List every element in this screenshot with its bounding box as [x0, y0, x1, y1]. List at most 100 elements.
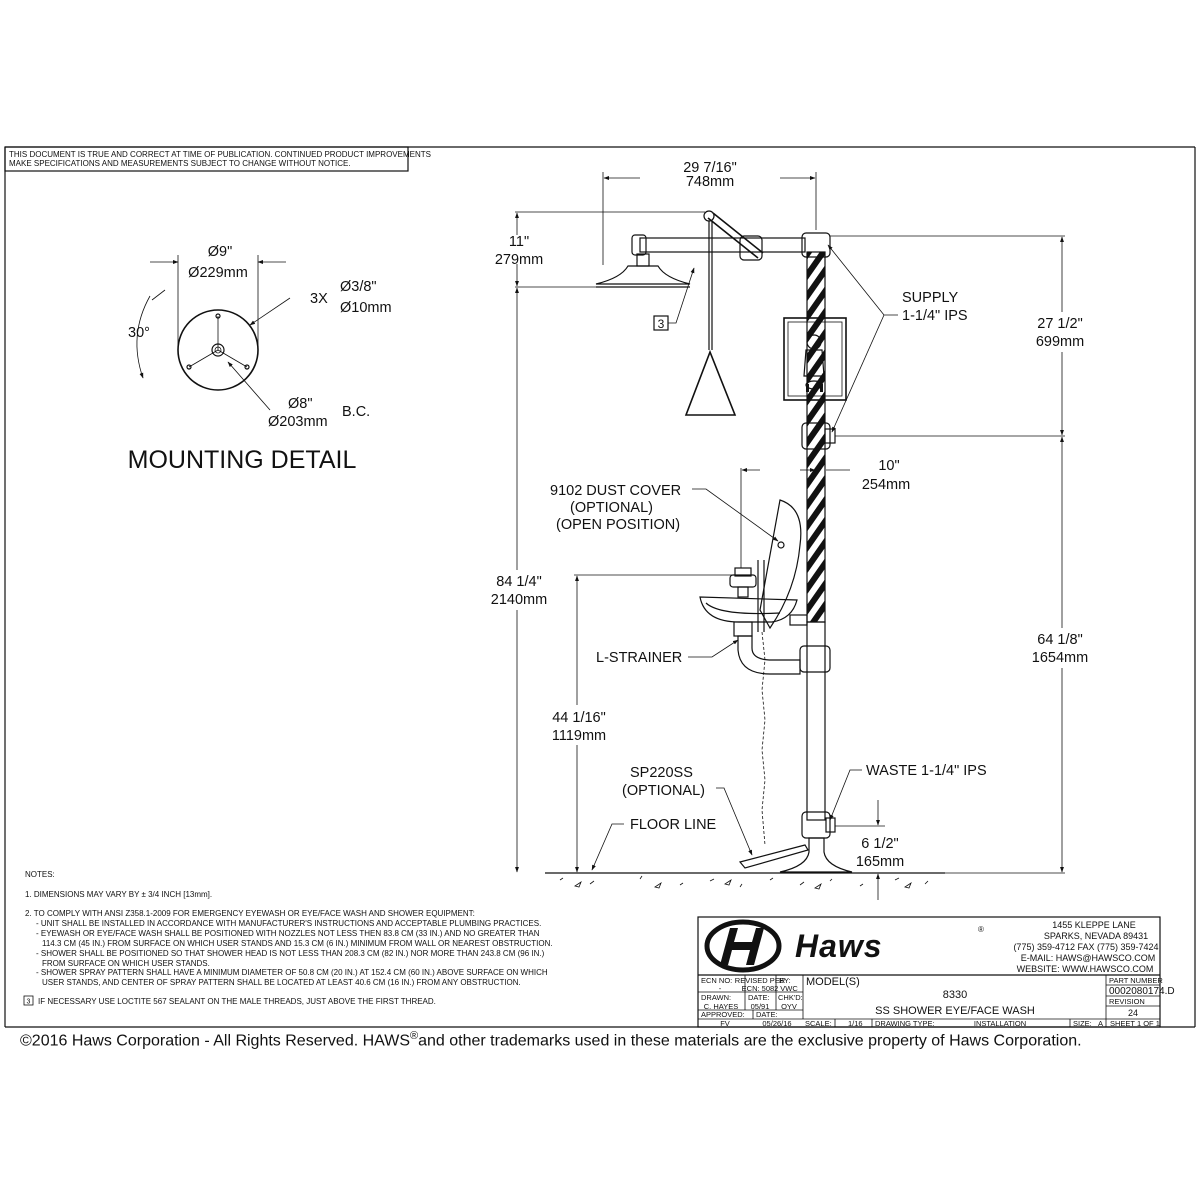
dim-total-height-mm: 2140mm [491, 592, 547, 608]
drawn-label: DRAWN: [701, 993, 731, 1002]
chkd-value: OYV [781, 1002, 797, 1011]
floor-hatch [559, 875, 929, 890]
dust-cover-label-1: 9102 DUST COVER [550, 483, 681, 499]
dim-width-in: 29 7/16" [683, 160, 737, 176]
dim-bowl-offset-mm: 254mm [862, 477, 910, 493]
email-line: E-MAIL: HAWS@HAWSCO.COM [1021, 953, 1155, 963]
holes-diameter-in: Ø3/8" [340, 279, 377, 295]
scale-label: SCALE: [805, 1019, 832, 1028]
note-3-ref: 3 [27, 999, 31, 1006]
note-2c-2: FROM SURFACE ON WHICH USER STANDS. [42, 959, 210, 968]
sign-figure-head [806, 334, 822, 350]
lower-fitting [799, 645, 831, 673]
approved-value: FV [720, 1019, 730, 1028]
floor-line-label: FLOOR LINE [630, 817, 717, 833]
by-value: VWC [780, 984, 798, 993]
note-2d-2: USER STANDS, AND CENTER OF SPRAY PATTERN… [42, 978, 521, 987]
dust-cover-label-2: (OPTIONAL) [570, 500, 653, 516]
foot-treadle [738, 844, 809, 869]
dim-bowl-height-in: 44 1/16" [552, 710, 606, 726]
scale-value: 1/16 [848, 1019, 863, 1028]
waste-label: WASTE 1-1/4" IPS [866, 763, 987, 779]
supply-tee [801, 422, 831, 450]
copyright-line: ©2016 Haws Corporation - All Rights Rese… [20, 1030, 1082, 1050]
mounting-detail: Ø9" Ø229mm 3X Ø3/8" Ø10mm 30° Ø8" Ø203mm… [128, 244, 392, 474]
dim-supply-rise-mm: 699mm [1036, 334, 1084, 350]
website-line: WEBSITE: WWW.HAWSCO.COM [1017, 964, 1154, 974]
drawn-value: C. HAYES [704, 1002, 738, 1011]
haws-logo [704, 919, 782, 973]
dim-waste-height-mm: 165mm [856, 854, 904, 870]
shower-arm [639, 237, 806, 253]
note-2a: - UNIT SHALL BE INSTALLED IN ACCORDANCE … [36, 919, 541, 928]
copyright-registered: ® [410, 1030, 419, 1042]
models-label: MODEL(S) [806, 976, 860, 988]
sp220ss-label-2: (OPTIONAL) [622, 783, 705, 799]
mounting-detail-title: MOUNTING DETAIL [128, 446, 357, 474]
date2-label: DATE: [756, 1010, 778, 1019]
eyewash-bowl [699, 596, 798, 623]
part-number-label: PART NUMBER [1109, 976, 1163, 985]
date2-value: 05/26/16 [762, 1019, 791, 1028]
holes-count: 3X [310, 291, 328, 307]
note-2b-2: 114.3 CM (45 IN.) FROM SURFACE ON WHICH … [42, 939, 553, 948]
foot-flange [779, 837, 853, 873]
supply-pipe-striped [806, 251, 826, 623]
dim-head-mm: 279mm [495, 252, 543, 268]
shower-eyewash-unit [545, 210, 945, 890]
note-ref-number: 3 [658, 317, 665, 331]
revision-value: 24 [1128, 1008, 1138, 1018]
phone-line: (775) 359-4712 FAX (775) 359-7424 [1013, 942, 1158, 952]
hole-angle: 30° [128, 325, 150, 341]
copyright-part-2: and other trademarks used in these mater… [418, 1032, 1082, 1050]
date-label: DATE: [748, 993, 770, 1002]
drawing-type-value: INSTALLATION [974, 1019, 1026, 1028]
dust-cover-label-3: (OPEN POSITION) [556, 517, 680, 533]
note-1: 1. DIMENSIONS MAY VARY BY ± 3/4 INCH [13… [25, 890, 212, 899]
chkd-label: CHK'D: [778, 993, 803, 1002]
disclaimer-line-1: THIS DOCUMENT IS TRUE AND CORRECT AT TIM… [9, 150, 431, 159]
drawing-type-label: DRAWING TYPE: [875, 1019, 935, 1028]
size-value: A [1098, 1019, 1103, 1028]
pull-chain [761, 631, 766, 846]
bolt-circle-label: B.C. [342, 404, 370, 420]
flange-diameter-mm: Ø229mm [188, 265, 248, 281]
address-line-2: SPARKS, NEVADA 89431 [1044, 931, 1148, 941]
revised-per-value: ECN: 5082 [742, 984, 779, 993]
dim-bowl-offset-in: 10" [878, 458, 899, 474]
dim-supply-rise-in: 27 1/2" [1037, 316, 1082, 332]
dust-cover [759, 499, 802, 630]
notes-heading: NOTES: [25, 870, 55, 879]
dim-head-in: 11" [509, 234, 529, 250]
part-number: 0002080174.D [1109, 986, 1175, 997]
model-name: SS SHOWER EYE/FACE WASH [875, 1005, 1035, 1017]
dim-supply-height-mm: 1654mm [1032, 650, 1088, 666]
revision-label: REVISION [1109, 997, 1145, 1006]
by-label: BY: [779, 976, 791, 985]
mount-hole [186, 364, 192, 370]
address-line-1: 1455 KLEPPE LANE [1052, 920, 1136, 930]
dim-total-height-in: 84 1/4" [496, 574, 541, 590]
safety-sign [783, 317, 847, 401]
shower-valve [739, 235, 763, 261]
bolt-circle-in: Ø8" [288, 396, 313, 412]
sp220ss-label-1: SP220SS [630, 765, 693, 781]
dim-width-mm: 748mm [686, 174, 734, 190]
eyewash-spray-head [729, 574, 757, 588]
l-strainer [737, 635, 801, 675]
ecn-value: - [719, 984, 722, 993]
note-2: 2. TO COMPLY WITH ANSI Z358.1-2009 FOR E… [25, 909, 475, 918]
note-2b-1: - EYEWASH OR EYE/FACE WASH SHALL BE POSI… [36, 929, 540, 938]
dim-waste-height-in: 6 1/2" [861, 836, 898, 852]
haws-registered: ® [978, 925, 984, 934]
flange-diameter-in: Ø9" [208, 244, 233, 260]
holes-diameter-mm: Ø10mm [340, 300, 392, 316]
title-block: Haws ® 1455 KLEPPE LANE SPARKS, NEVADA 8… [697, 916, 1175, 1028]
lower-pipe [806, 621, 826, 821]
sign-figure-body [803, 349, 825, 377]
disclaimer-line-2: MAKE SPECIFICATIONS AND MEASUREMENTS SUB… [9, 159, 351, 168]
supply-label-1: SUPPLY [902, 290, 958, 306]
pull-handle[interactable] [684, 349, 737, 416]
haws-brand: Haws [795, 928, 883, 964]
